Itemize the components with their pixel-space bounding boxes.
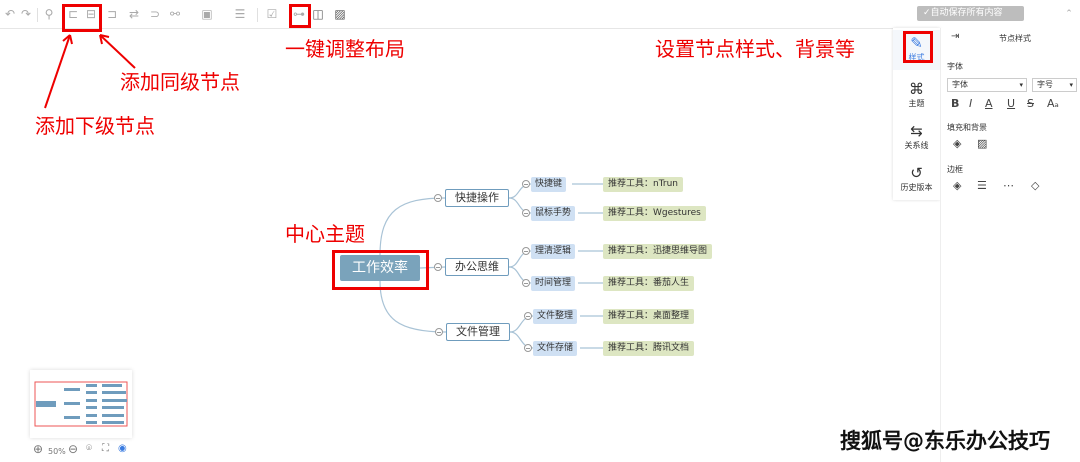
- tab-label: 主题: [908, 99, 925, 108]
- note-icon[interactable]: ☰: [234, 7, 246, 21]
- toolbar: ↶ ↷ ⚲ ⊏ ⊟ ⊐ ⇄ ⊃ ⚯ ▣ ☰ ☑ ⊶ ◫ ▨ ✓自动保存所有内容 …: [0, 0, 1080, 29]
- underline-icon[interactable]: U: [1007, 97, 1016, 110]
- zoom-in-icon[interactable]: ⊕: [33, 442, 44, 456]
- collapse-toggle[interactable]: [522, 180, 530, 188]
- leaf-node[interactable]: 推荐工具：腾讯文档: [603, 341, 695, 356]
- auto-layout-icon[interactable]: ⊶: [293, 7, 305, 21]
- divider: [257, 8, 258, 22]
- border-style-icon[interactable]: ⋯: [1003, 179, 1014, 192]
- font-color-icon[interactable]: A: [985, 97, 993, 110]
- collapse-toggle[interactable]: [434, 194, 442, 202]
- text-case-icon[interactable]: Aₐ: [1047, 97, 1059, 110]
- leaf-node[interactable]: 推荐工具：Wgestures: [603, 206, 706, 221]
- sub-node[interactable]: 鼠标手势: [531, 206, 576, 221]
- annotation-sibling: 添加同级节点: [120, 70, 240, 94]
- branch-node[interactable]: 文件管理: [446, 323, 510, 341]
- border-width-icon[interactable]: ☰: [977, 179, 987, 192]
- collapse-toggle[interactable]: [435, 328, 443, 336]
- tab-label: 历史版本: [900, 183, 933, 192]
- redo-icon[interactable]: ↷: [20, 7, 32, 21]
- relation-icon[interactable]: ⇄: [128, 7, 140, 21]
- autosave-button[interactable]: ✓自动保存所有内容: [917, 6, 1024, 21]
- sidebar-tabs: ✎样式 ⌘主题 ⇆关系线 ↺历史版本: [893, 28, 940, 200]
- sub-node[interactable]: 理清逻辑: [531, 244, 576, 259]
- link-icon[interactable]: ⚯: [169, 7, 181, 21]
- add-sibling-node-icon[interactable]: ⊟: [85, 7, 97, 21]
- theme-icon: ⌘: [909, 80, 924, 98]
- minimap[interactable]: [30, 370, 132, 438]
- collapse-icon[interactable]: ⌃: [1065, 9, 1073, 19]
- annotation-style: 设置节点样式、背景等: [655, 37, 855, 61]
- tab-label: 关系线: [904, 141, 929, 150]
- font-family-value: 字体: [952, 80, 968, 89]
- leaf-node[interactable]: 推荐工具：桌面整理: [603, 309, 695, 324]
- undo-icon[interactable]: ↶: [4, 7, 16, 21]
- collapse-toggle[interactable]: [522, 247, 530, 255]
- branch-node[interactable]: 办公思维: [445, 258, 509, 276]
- panel-title: 节点样式: [999, 34, 1031, 43]
- tab-history[interactable]: ↺历史版本: [893, 164, 940, 193]
- border-color-icon[interactable]: ◈: [953, 179, 962, 192]
- font-family-select[interactable]: 字体▾: [947, 78, 1027, 92]
- summary-icon[interactable]: ⊃: [149, 7, 161, 21]
- autosave-label: 自动保存所有内容: [930, 8, 1003, 18]
- relation-line-icon: ⇆: [910, 122, 923, 140]
- add-parent-node-icon[interactable]: ⊐: [106, 7, 118, 21]
- sub-node[interactable]: 文件存储: [533, 341, 578, 356]
- watermark: 搜狐号@东乐办公技巧: [840, 429, 1050, 453]
- font-section-label: 字体: [947, 62, 963, 71]
- tab-label: 样式: [908, 53, 925, 62]
- style-panel: ⇥ 节点样式 字体 字体▾ 字号▾ B I A U S Aₐ 填充和背景 ◈ ▨…: [940, 28, 1080, 462]
- highlight-root: [332, 250, 429, 290]
- task-icon[interactable]: ☑: [266, 7, 278, 21]
- italic-icon[interactable]: I: [969, 97, 973, 110]
- tab-relation-line[interactable]: ⇆关系线: [893, 122, 940, 151]
- zoom-level: 50%: [48, 447, 66, 456]
- minimap-preview: [34, 381, 128, 427]
- zoom-out-icon[interactable]: ⊖: [68, 442, 79, 456]
- root-node[interactable]: 工作效率: [340, 255, 420, 281]
- highlight-style-tab: [903, 31, 933, 63]
- history-icon: ↺: [910, 164, 923, 182]
- add-child-node-icon[interactable]: ⊏: [67, 7, 79, 21]
- image-icon[interactable]: ▣: [201, 7, 213, 21]
- panel-collapse-icon[interactable]: ⇥: [951, 31, 960, 42]
- fill-color-icon[interactable]: ◈: [953, 137, 962, 150]
- border-section-label: 边框: [947, 165, 963, 174]
- sub-node[interactable]: 时间管理: [531, 276, 576, 291]
- annotation-center: 中心主题: [285, 222, 365, 246]
- fill-section-label: 填充和背景: [947, 123, 987, 132]
- fullscreen-icon[interactable]: ⛶: [102, 443, 109, 454]
- collapse-toggle[interactable]: [524, 344, 532, 352]
- collapse-toggle[interactable]: [522, 279, 530, 287]
- collapse-toggle[interactable]: [434, 263, 442, 271]
- sub-node[interactable]: 快捷键: [531, 177, 567, 192]
- theme-icon[interactable]: ▨: [334, 7, 346, 21]
- leaf-node[interactable]: 推荐工具：nTrun: [603, 177, 683, 192]
- annotation-child: 添加下级节点: [35, 114, 155, 138]
- format-painter-icon[interactable]: ⚲: [44, 7, 54, 21]
- font-size-value: 字号: [1037, 80, 1053, 89]
- collapse-toggle[interactable]: [524, 312, 532, 320]
- sub-node[interactable]: 文件整理: [533, 309, 578, 324]
- background-pattern-icon[interactable]: ▨: [977, 137, 988, 150]
- annotation-arrows: [44, 34, 136, 109]
- highlight-layout: [289, 4, 311, 28]
- annotation-layout: 一键调整布局: [285, 37, 405, 61]
- leaf-node[interactable]: 推荐工具：番茄人生: [603, 276, 695, 291]
- divider: [37, 8, 38, 22]
- tab-theme[interactable]: ⌘主题: [893, 80, 940, 109]
- highlight-add-node: [62, 4, 102, 32]
- leaf-node[interactable]: 推荐工具：迅捷思维导图: [603, 244, 713, 259]
- bold-icon[interactable]: B: [951, 97, 960, 110]
- eye-icon[interactable]: ◉: [118, 443, 127, 454]
- strikethrough-icon[interactable]: S: [1027, 97, 1034, 110]
- border-shape-icon[interactable]: ◇: [1031, 179, 1040, 192]
- branch-node[interactable]: 快捷操作: [445, 189, 509, 207]
- structure-icon[interactable]: ◫: [312, 7, 324, 21]
- font-size-select[interactable]: 字号▾: [1032, 78, 1077, 92]
- locate-icon[interactable]: ⌾: [86, 443, 92, 454]
- style-icon: ✎: [910, 34, 923, 52]
- collapse-toggle[interactable]: [522, 209, 530, 217]
